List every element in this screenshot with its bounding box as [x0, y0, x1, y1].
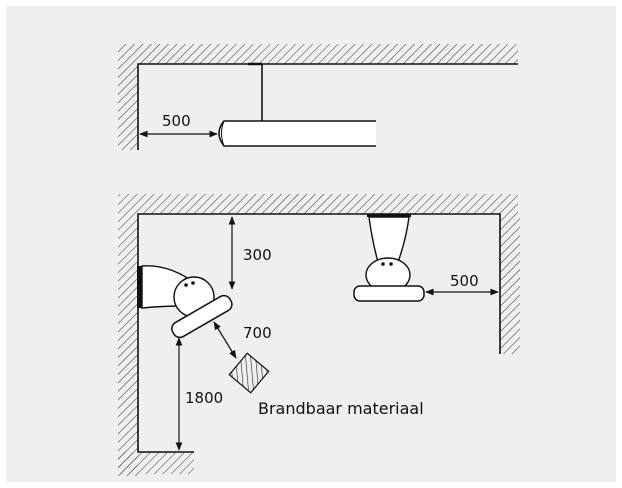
ceiling-heater: [353, 214, 425, 302]
top-ceiling-hatch: [118, 44, 518, 64]
top-view: 500: [118, 44, 518, 150]
ceiling-clearance-label: 300: [243, 246, 272, 264]
bottom-left-wall-hatch: [118, 214, 138, 476]
material-clearance-arrow: [213, 321, 237, 359]
bottom-right-wall-hatch: [500, 214, 520, 354]
floor-height-label: 1800: [185, 389, 223, 407]
material-label: Brandbaar materiaal: [258, 399, 424, 418]
bottom-floor-hatch: [118, 452, 194, 474]
material-clearance-label: 700: [243, 324, 272, 342]
bottom-room-outline: [137, 213, 501, 453]
combustible-material-block: [228, 352, 270, 394]
top-wall-outline: [137, 63, 518, 150]
top-heater-body: [218, 120, 376, 147]
top-wall-clearance-label: 500: [162, 112, 191, 130]
top-wall-hatch: [118, 64, 138, 150]
side-wall-clearance-label: 500: [450, 272, 479, 290]
bottom-view: 300 700 1800 500 Brandbaar materiaal: [118, 194, 520, 476]
wall-heater: [137, 265, 233, 339]
bottom-ceiling-hatch: [118, 194, 518, 214]
